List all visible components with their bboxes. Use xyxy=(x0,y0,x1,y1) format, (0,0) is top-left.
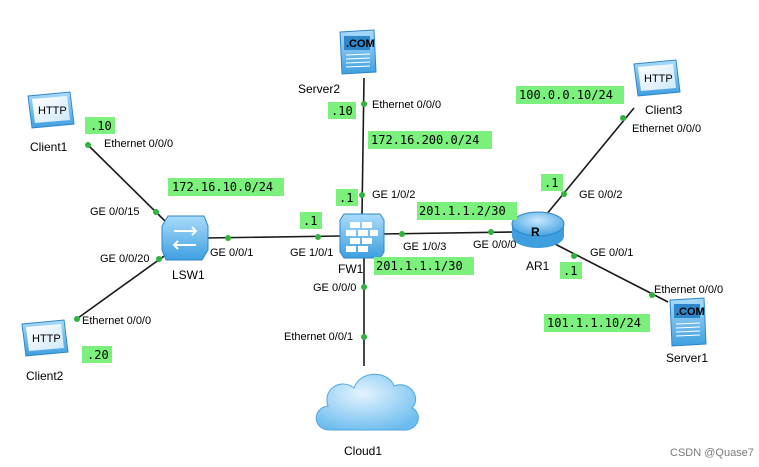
client1-ip-label: .10 xyxy=(90,119,112,133)
port-label: GE 1/0/1 xyxy=(290,247,333,259)
port-dot xyxy=(156,256,162,262)
lsw1-label: LSW1 xyxy=(172,268,205,282)
port-dots xyxy=(74,101,655,340)
client3-label: Client3 xyxy=(645,103,683,117)
port-label: GE 0/0/0 xyxy=(313,282,356,294)
server2-label: Server2 xyxy=(298,82,340,96)
port-label: GE 0/0/15 xyxy=(90,206,140,218)
wan-ar1-label: 201.1.1.2/30 xyxy=(419,204,506,218)
client2-ip-label: .20 xyxy=(87,348,109,362)
port-label: GE 1/0/3 xyxy=(403,241,446,253)
cloud-icon xyxy=(315,373,419,431)
link-client2-lsw1 xyxy=(77,253,168,319)
server1[interactable]: .COM xyxy=(669,297,707,347)
port-dot xyxy=(361,101,367,107)
ar1-ge001-ip-label: .1 xyxy=(563,264,577,278)
port-dot xyxy=(225,235,231,241)
port-label: Ethernet 0/0/0 xyxy=(82,315,151,327)
fw1-dmz-ip-label: .1 xyxy=(339,191,353,205)
port-label: Ethernet 0/0/0 xyxy=(632,123,701,135)
port-dot xyxy=(315,234,321,240)
port-dot xyxy=(361,334,367,340)
com-icon-text: .COM xyxy=(676,306,705,318)
ar1[interactable]: R xyxy=(511,211,565,248)
port-dot xyxy=(74,316,80,322)
client1-label: Client1 xyxy=(30,140,68,154)
client2[interactable]: HTTP xyxy=(21,319,69,357)
port-dot xyxy=(488,229,494,235)
com-icon-text: .COM xyxy=(346,38,375,50)
watermark: CSDN @Quase7 xyxy=(670,447,754,459)
address-labels: .10 .20 172.16.10.0/24 .1 .10 172.16.200… xyxy=(82,86,650,363)
client3-network-label: 100.0.0.10/24 xyxy=(519,88,613,102)
lsw1[interactable] xyxy=(161,215,209,261)
client2-label: Client2 xyxy=(26,369,64,383)
port-dot xyxy=(620,115,626,121)
http-icon-text: HTTP xyxy=(38,105,67,117)
port-dot xyxy=(571,253,577,259)
port-label: Ethernet 0/0/0 xyxy=(654,284,723,296)
port-label: GE 0/0/2 xyxy=(579,189,622,201)
fw1-label: FW1 xyxy=(338,262,364,276)
server1-network-label: 101.1.1.10/24 xyxy=(547,316,641,330)
cloud1-label: Cloud1 xyxy=(344,444,382,458)
http-icon-text: HTTP xyxy=(32,333,61,345)
link-ar1-client3 xyxy=(545,107,635,216)
wan-fw1-label: 201.1.1.1/30 xyxy=(376,259,463,273)
port-dot xyxy=(649,292,655,298)
port-dot xyxy=(153,209,159,215)
server2-ip-label: .10 xyxy=(331,104,353,118)
http-icon-text: HTTP xyxy=(644,73,673,85)
port-label: Ethernet 0/0/0 xyxy=(104,138,173,150)
port-label: GE 0/0/20 xyxy=(100,253,150,265)
server2[interactable]: .COM xyxy=(339,29,377,75)
port-dot xyxy=(399,231,405,237)
port-label: GE 1/0/2 xyxy=(372,189,415,201)
port-label: Ethernet 0/0/1 xyxy=(284,331,353,343)
port-label: GE 0/0/1 xyxy=(210,247,253,259)
port-label: GE 0/0/0 xyxy=(473,239,516,251)
ar1-label: AR1 xyxy=(526,259,550,273)
server1-label: Server1 xyxy=(666,351,708,365)
port-dot xyxy=(359,192,365,198)
ar1-ge002-ip-label: .1 xyxy=(544,176,558,190)
port-labels: Ethernet 0/0/0 GE 0/0/15 GE 0/0/20 Ether… xyxy=(82,99,723,343)
client3[interactable]: HTTP xyxy=(633,59,681,97)
port-dot xyxy=(85,142,91,148)
switch-icon xyxy=(161,215,209,261)
fw1-lan-ip-label: .1 xyxy=(303,214,317,228)
lan-network-label: 172.16.10.0/24 xyxy=(172,180,273,194)
port-dot xyxy=(561,191,567,197)
client1[interactable]: HTTP xyxy=(27,91,75,129)
port-dot xyxy=(361,284,367,290)
fw1[interactable] xyxy=(339,213,385,259)
cloud1[interactable] xyxy=(315,373,419,431)
dmz-network-label: 172.16.200.0/24 xyxy=(371,133,479,147)
router-icon-letter: R xyxy=(531,225,540,239)
port-label: GE 0/0/1 xyxy=(590,247,633,259)
port-label: Ethernet 0/0/0 xyxy=(372,99,441,111)
